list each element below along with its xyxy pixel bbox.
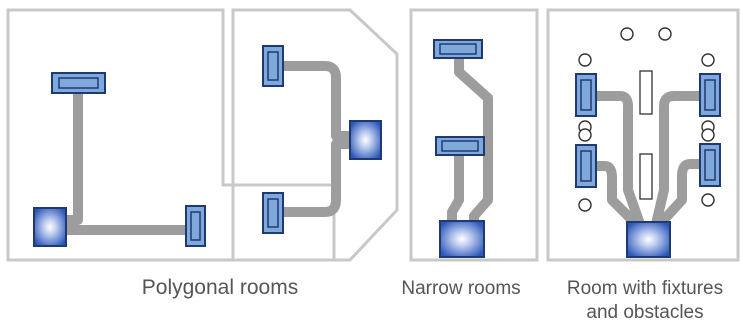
panel-polygonal-chamfered xyxy=(231,8,399,262)
route-left-lower xyxy=(588,161,641,229)
fixture-circle xyxy=(701,53,715,67)
route-upper-module-to-hub xyxy=(454,53,493,231)
fixture-circle xyxy=(620,27,634,41)
module-left-lower xyxy=(575,144,597,188)
hub xyxy=(349,120,382,160)
fixture-circle xyxy=(658,27,672,41)
module-upper xyxy=(433,39,483,59)
route-left-upper xyxy=(588,91,645,229)
hub xyxy=(626,221,671,258)
cable-routes xyxy=(53,83,195,235)
panel-narrow-room xyxy=(409,8,539,262)
route-lower-module-to-hub xyxy=(273,139,357,217)
route-right-lower xyxy=(655,159,710,229)
panel-room-with-fixtures xyxy=(546,8,740,262)
module-top xyxy=(51,72,106,94)
hub xyxy=(439,220,485,258)
caption-fixtures-line-1: Room with fixtures xyxy=(566,278,724,299)
caption-narrow-rooms: Narrow rooms xyxy=(401,278,521,299)
obstacles xyxy=(639,70,653,200)
module-upper-left xyxy=(262,45,284,87)
caption-fixtures-line-2: and obstacles xyxy=(586,302,704,323)
module-left-upper xyxy=(575,73,597,117)
route-upper-module-to-hub xyxy=(273,61,357,141)
hub xyxy=(33,207,67,247)
room-routing-diagram xyxy=(6,8,740,262)
panel-polygonal-l-shape xyxy=(6,8,336,262)
route-right-upper xyxy=(651,91,710,229)
rect-obstacle-upper xyxy=(639,70,653,115)
room-wall xyxy=(409,8,539,262)
rect-obstacle-lower xyxy=(639,153,653,200)
route-top-module-to-hub xyxy=(53,83,83,225)
fixture-circle xyxy=(578,53,592,67)
cable-routes xyxy=(447,53,493,231)
caption-polygonal-rooms: Polygonal rooms xyxy=(141,276,299,299)
circular-fixtures xyxy=(578,27,715,212)
fixture-circle xyxy=(701,193,715,207)
module-right-lower xyxy=(699,143,721,187)
module-lower-left xyxy=(262,192,284,234)
room-wall xyxy=(546,8,740,262)
fixture-circle xyxy=(578,198,592,212)
fixture-circle xyxy=(578,128,592,142)
module-right-upper xyxy=(699,73,721,117)
route-middle-module-to-hub xyxy=(447,150,464,231)
module-middle xyxy=(435,136,485,156)
fixture-circle xyxy=(701,128,715,142)
module-right xyxy=(185,205,206,247)
cable-routes xyxy=(273,61,357,217)
caption-room-with-fixtures: Room with fixtures and obstacles xyxy=(540,277,743,325)
cable-routes xyxy=(588,91,710,229)
room-wall xyxy=(231,8,399,262)
